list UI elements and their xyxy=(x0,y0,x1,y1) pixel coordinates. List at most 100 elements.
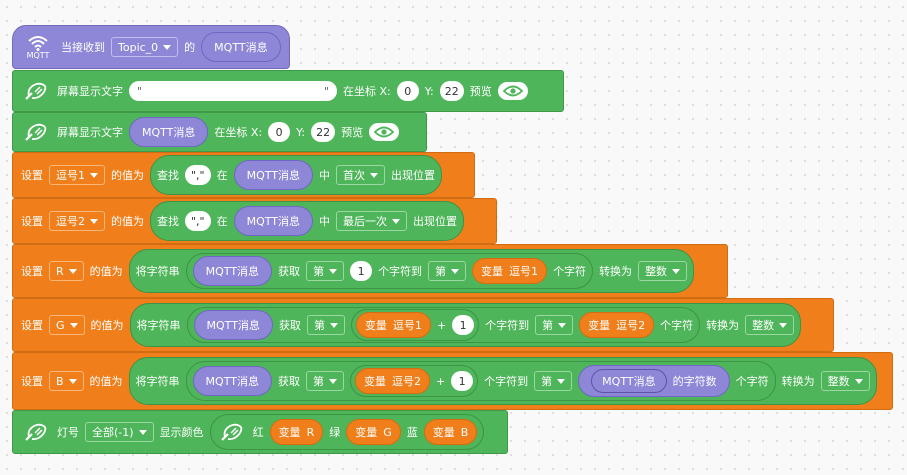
nth-dropdown-end[interactable]: 第 xyxy=(534,371,573,391)
set-label: 设置 xyxy=(21,169,43,182)
variable-dropdown[interactable]: 逗号2 xyxy=(49,211,105,231)
occurrence-dropdown[interactable]: 首次 xyxy=(336,165,386,185)
variable-dropdown[interactable]: G xyxy=(49,315,85,335)
topic-dropdown[interactable]: Topic_0 xyxy=(111,37,179,57)
mqtt-message-reporter[interactable]: MQTT消息 xyxy=(129,117,209,147)
start-index-input[interactable]: 1 xyxy=(350,261,373,281)
type-dropdown[interactable]: 整数 xyxy=(638,261,688,281)
variable-reporter-comma2[interactable]: 变量逗号2 xyxy=(354,368,430,394)
screen-display-text-block-2[interactable]: 屏幕显示文字 MQTT消息 在坐标 X: 0 Y: 22 预览 xyxy=(12,112,427,152)
middle-label: 中 xyxy=(319,169,331,182)
mqtt-message-reporter-label: MQTT消息 xyxy=(205,265,260,278)
set-variable-block-comma1[interactable]: 设置 逗号1 的值为 查找 "," 在 MQTT消息 中 首次 出现位置 xyxy=(12,152,475,198)
needle-input[interactable]: "," xyxy=(185,211,211,231)
chevron-down-icon xyxy=(558,322,567,328)
char-to-label: 个字符到 xyxy=(485,319,530,332)
substring-reporter[interactable]: MQTT消息 获取 第 变量逗号1 + 1 个字符到 第 变量逗号2 个字符 xyxy=(186,307,701,343)
chevron-down-icon xyxy=(90,172,98,178)
find-position-reporter[interactable]: 查找 "," 在 MQTT消息 中 首次 出现位置 xyxy=(150,155,443,195)
type-dropdown[interactable]: 整数 xyxy=(820,371,870,391)
convert-substring-reporter[interactable]: 将字符串 MQTT消息 获取 第 变量逗号1 + 1 个字符到 第 变量逗号2 … xyxy=(129,303,802,347)
nth-dropdown-start[interactable]: 第 xyxy=(305,371,344,391)
mqtt-icon-label: MQTT xyxy=(26,50,50,60)
nth-dropdown-start[interactable]: 第 xyxy=(306,261,345,281)
variable-dropdown-value: R xyxy=(56,264,64,278)
variable-dropdown[interactable]: B xyxy=(49,371,84,391)
variable-dropdown[interactable]: R xyxy=(49,261,84,281)
find-label: 查找 xyxy=(157,169,179,182)
variable-reporter-comma1[interactable]: 变量逗号1 xyxy=(355,312,431,338)
occurrence-dropdown[interactable]: 最后一次 xyxy=(336,211,408,231)
variable-label: 变量 xyxy=(588,319,611,332)
x-value-input[interactable]: 0 xyxy=(268,122,291,142)
get-label: 获取 xyxy=(277,375,300,388)
nth-dropdown-start[interactable]: 第 xyxy=(306,315,345,335)
char-label: 个字符 xyxy=(660,319,694,332)
addition-reporter[interactable]: 变量逗号2 + 1 xyxy=(349,365,479,397)
variable-reporter-comma1[interactable]: 变量逗号1 xyxy=(472,258,548,284)
nth-dropdown-end[interactable]: 第 xyxy=(535,315,574,335)
addition-reporter[interactable]: 变量逗号1 + 1 xyxy=(350,309,480,341)
take-string-label: 将字符串 xyxy=(135,265,180,278)
set-variable-block-comma2[interactable]: 设置 逗号2 的值为 查找 "," 在 MQTT消息 中 最后一次 出现位置 xyxy=(12,198,497,244)
char-label: 个字符 xyxy=(553,265,587,278)
convert-substring-reporter[interactable]: 将字符串 MQTT消息 获取 第 变量逗号2 + 1 个字符到 第 MQTT消息… xyxy=(128,357,877,405)
chevron-down-icon xyxy=(90,218,98,224)
mqtt-message-reporter[interactable]: MQTT消息 xyxy=(233,160,314,190)
type-dropdown-value: 整数 xyxy=(827,375,850,388)
value-of-label: 的值为 xyxy=(89,375,123,388)
substring-reporter[interactable]: MQTT消息 获取 第 变量逗号2 + 1 个字符到 第 MQTT消息 的字符数… xyxy=(185,361,776,401)
take-string-label: 将字符串 xyxy=(135,375,180,388)
addend-input[interactable]: 1 xyxy=(452,315,475,335)
chevron-down-icon xyxy=(854,378,863,384)
addend-input[interactable]: 1 xyxy=(451,371,474,391)
preview-eye-icon[interactable] xyxy=(497,82,528,100)
set-variable-block-b[interactable]: 设置 B 的值为 将字符串 MQTT消息 获取 第 变量逗号2 + 1 个字符到… xyxy=(12,352,893,410)
mqtt-message-reporter-label: MQTT消息 xyxy=(214,41,268,54)
at-coord-x-label: 在坐标 X: xyxy=(214,126,263,139)
chevron-down-icon xyxy=(163,44,172,50)
show-color-label: 显示颜色 xyxy=(159,426,204,439)
type-dropdown[interactable]: 整数 xyxy=(745,315,795,335)
mqtt-receive-hat-block[interactable]: MQTT 当接收到 Topic_0 的 MQTT消息 xyxy=(12,25,290,69)
mqtt-message-reporter[interactable]: MQTT消息 xyxy=(591,369,667,393)
nth-dropdown-end[interactable]: 第 xyxy=(428,261,467,281)
screen-display-text-block-1[interactable]: 屏幕显示文字 "" 在坐标 X: 0 Y: 22 预览 xyxy=(12,70,564,112)
plus-operator: + xyxy=(435,374,446,388)
at-coord-x-label: 在坐标 X: xyxy=(343,85,391,98)
variable-dropdown-value: 逗号1 xyxy=(56,169,85,182)
set-label: 设置 xyxy=(21,375,43,388)
set-label: 设置 xyxy=(21,265,43,278)
mqtt-message-reporter[interactable]: MQTT消息 xyxy=(192,366,272,396)
variable-reporter-comma2[interactable]: 变量逗号2 xyxy=(579,312,655,338)
variable-name: G xyxy=(383,425,392,439)
y-value-input[interactable]: 22 xyxy=(311,122,336,142)
mqtt-message-reporter[interactable]: MQTT消息 xyxy=(192,256,273,286)
find-position-reporter[interactable]: 查找 "," 在 MQTT消息 中 最后一次 出现位置 xyxy=(150,201,465,241)
y-label: Y: xyxy=(296,125,306,139)
set-variable-block-g[interactable]: 设置 G 的值为 将字符串 MQTT消息 获取 第 变量逗号1 + 1 个字符到… xyxy=(12,298,834,352)
light-index-dropdown[interactable]: 全部(-1) xyxy=(85,422,154,442)
display-text-input[interactable]: "" xyxy=(129,81,337,101)
mqtt-message-reporter[interactable]: MQTT消息 xyxy=(201,32,281,62)
convert-substring-reporter[interactable]: 将字符串 MQTT消息 获取 第 1 个字符到 第 变量逗号1 个字符 转换为 … xyxy=(128,249,695,293)
preview-eye-icon[interactable] xyxy=(369,123,400,141)
x-value-input[interactable]: 0 xyxy=(396,81,419,101)
variable-dropdown[interactable]: 逗号1 xyxy=(49,165,105,185)
needle-input[interactable]: "," xyxy=(185,165,211,185)
green-label: 绿 xyxy=(329,426,341,439)
nth-dropdown-value: 第 xyxy=(313,265,325,278)
string-length-reporter[interactable]: MQTT消息 的字符数 xyxy=(578,365,730,397)
set-variable-block-r[interactable]: 设置 R 的值为 将字符串 MQTT消息 获取 第 1 个字符到 第 变量逗号1… xyxy=(12,244,728,298)
substring-reporter[interactable]: MQTT消息 获取 第 1 个字符到 第 变量逗号1 个字符 xyxy=(185,253,594,289)
variable-name: B xyxy=(460,425,469,439)
mqtt-message-reporter[interactable]: MQTT消息 xyxy=(193,310,273,340)
y-value-input[interactable]: 22 xyxy=(439,81,464,101)
chevron-down-icon xyxy=(779,322,788,328)
mqtt-message-reporter[interactable]: MQTT消息 xyxy=(233,206,314,236)
